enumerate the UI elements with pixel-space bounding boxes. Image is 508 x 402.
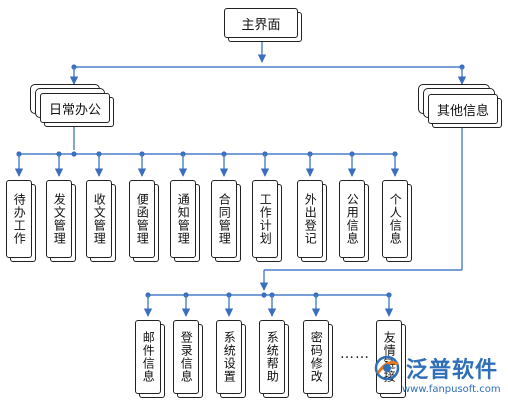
daily-item-label: 便函管理	[135, 193, 150, 245]
daily-item-label: 外出登记	[303, 193, 318, 245]
other-item[interactable]: 系统设置	[216, 320, 242, 394]
daily-item-label: 个人信息	[388, 193, 403, 245]
daily-item[interactable]: 外出登记	[297, 180, 323, 258]
other-item-label: 邮件信息	[141, 331, 156, 383]
daily-item[interactable]: 合同管理	[211, 180, 237, 258]
root-node[interactable]: 主界面	[224, 8, 298, 38]
brand-logo: 泛普软件	[372, 352, 498, 384]
daily-item[interactable]: 通知管理	[170, 180, 196, 258]
other-item[interactable]: 登录信息	[173, 320, 199, 394]
other-item-label: 密码修改	[309, 331, 324, 383]
branch-other-info[interactable]: 其他信息	[428, 94, 498, 124]
daily-item-label: 收文管理	[92, 193, 107, 245]
other-item-label: 登录信息	[179, 331, 194, 383]
daily-item[interactable]: 便函管理	[129, 180, 155, 258]
daily-item-label: 公用信息	[345, 193, 360, 245]
branch-other-label: 其他信息	[436, 103, 489, 119]
daily-item-label: 待办工作	[12, 193, 27, 245]
connector-dot	[71, 151, 77, 157]
daily-item[interactable]: 发文管理	[46, 180, 72, 258]
daily-item[interactable]: 待办工作	[6, 180, 32, 258]
other-item[interactable]: 密码修改	[303, 320, 329, 394]
fanpu-logo-icon	[374, 355, 400, 381]
daily-item-label: 工作计划	[258, 193, 273, 245]
root-label: 主界面	[241, 17, 281, 33]
connector-dot	[261, 292, 267, 298]
daily-item-label: 通知管理	[176, 193, 191, 245]
daily-item[interactable]: 工作计划	[252, 180, 278, 258]
more-items-ellipsis: ……	[340, 346, 370, 362]
daily-item-label: 合同管理	[217, 193, 232, 245]
branch-daily-office[interactable]: 日常办公	[40, 93, 110, 123]
daily-item[interactable]: 公用信息	[339, 180, 365, 258]
connector-lines	[14, 42, 467, 317]
brand-name: 泛普软件	[406, 358, 499, 383]
other-item-label: 系统设置	[222, 331, 237, 383]
daily-item[interactable]: 收文管理	[86, 180, 112, 258]
brand-url: www.fanpusoft.com	[402, 384, 501, 395]
daily-item[interactable]: 个人信息	[382, 180, 408, 258]
other-item[interactable]: 系统帮助	[259, 320, 285, 394]
daily-item-label: 发文管理	[52, 193, 67, 245]
branch-daily-label: 日常办公	[48, 102, 101, 118]
other-item[interactable]: 邮件信息	[135, 320, 161, 394]
other-item-label: 系统帮助	[265, 331, 280, 383]
